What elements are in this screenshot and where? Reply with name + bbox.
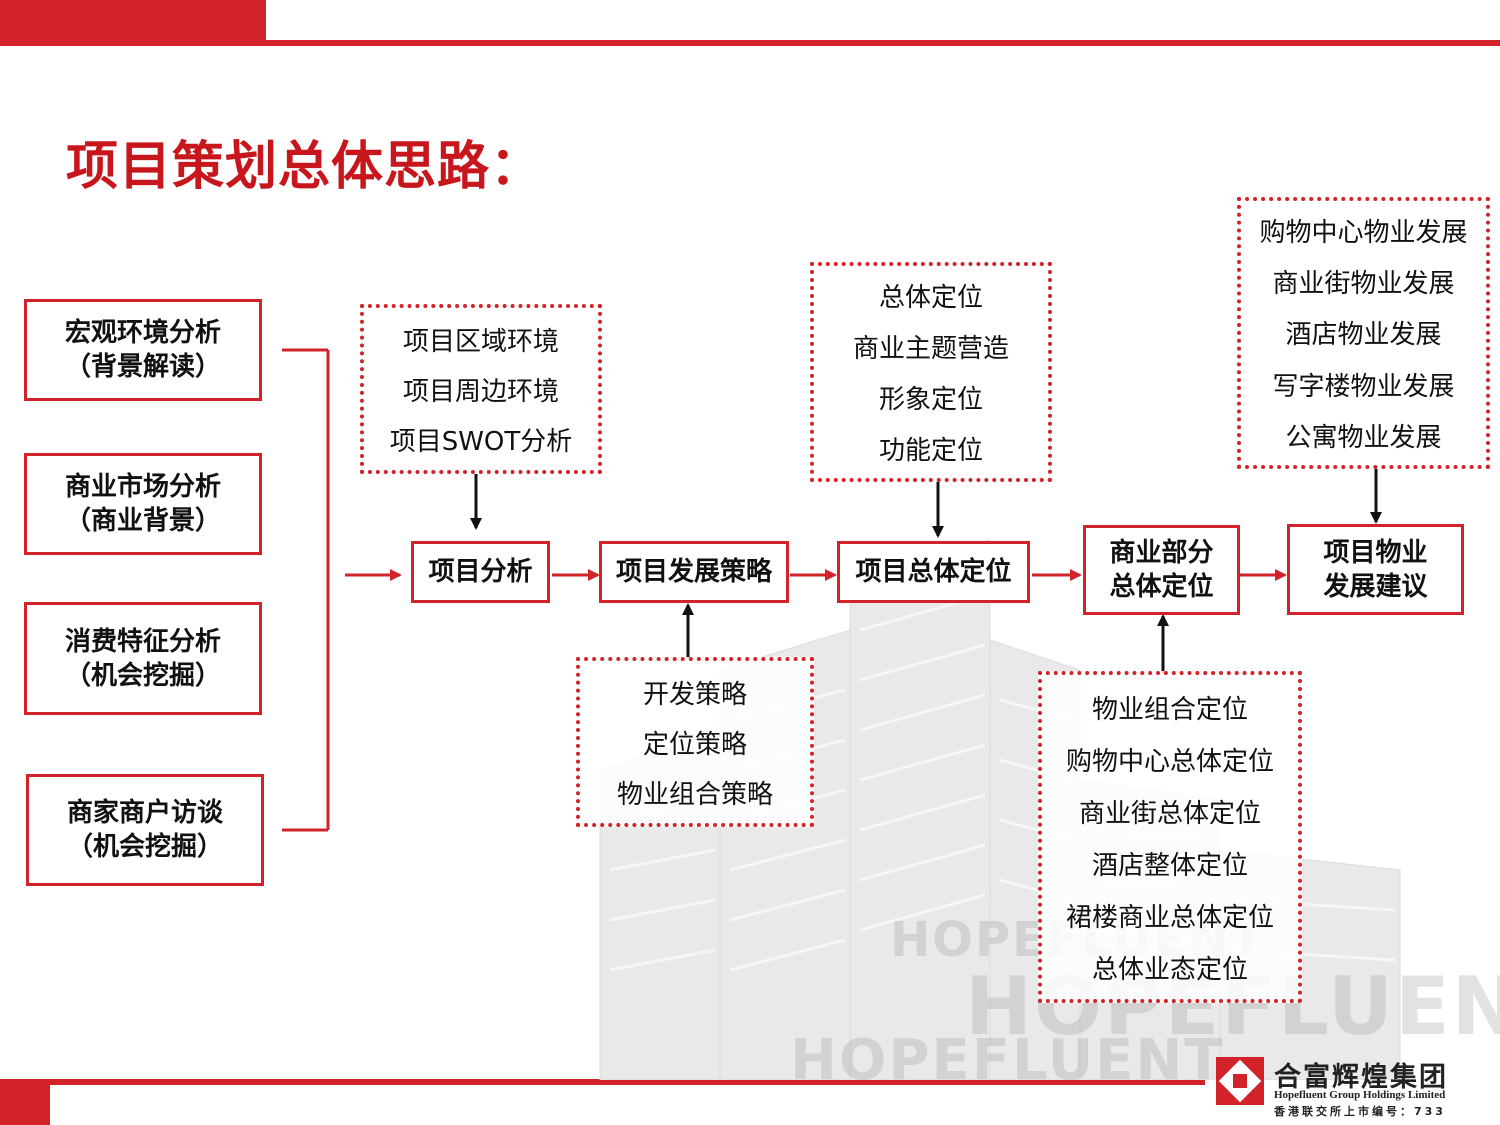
detail-commercial-item: 酒店整体定位	[1091, 850, 1248, 881]
detail-box-strategy: 开发策略 定位策略 物业组合策略	[576, 657, 814, 827]
input-box-macro: 宏观环境分析 （背景解读）	[24, 299, 262, 401]
flow-box-suggestion-line2: 发展建议	[1323, 571, 1428, 602]
flow-box-strategy: 项目发展策略	[599, 541, 789, 603]
input-box-market-subtitle: （商业背景）	[64, 506, 221, 536]
company-logo: 合富辉煌集团 Hopefluent Group Holdings Limited…	[1212, 1053, 1497, 1119]
flow-box-positioning-label: 项目总体定位	[855, 557, 1012, 587]
input-box-consumer: 消费特征分析 （机会挖掘）	[24, 602, 262, 715]
detail-suggestion-item: 写字楼物业发展	[1272, 371, 1455, 402]
detail-commercial-item: 购物中心总体定位	[1065, 746, 1274, 777]
logo-name-cn: 合富辉煌集团	[1274, 1062, 1448, 1093]
flow-box-analysis: 项目分析	[411, 541, 550, 603]
input-box-macro-title: 宏观环境分析	[64, 318, 221, 348]
detail-positioning-item: 形象定位	[878, 385, 983, 415]
page-title: 项目策划总体思路：	[66, 137, 544, 197]
logo-name-en: Hopefluent Group Holdings Limited	[1274, 1089, 1446, 1101]
detail-strategy-item: 定位策略	[642, 729, 747, 760]
detail-commercial-item: 总体业态定位	[1091, 954, 1248, 985]
detail-positioning-item: 功能定位	[878, 436, 983, 466]
header-rule	[266, 40, 1500, 46]
footer-accent-block	[0, 1085, 50, 1125]
logo-listing: 香港联交所上市编号：733	[1274, 1105, 1446, 1118]
input-box-macro-subtitle: （背景解读）	[64, 352, 221, 382]
detail-suggestion-item: 购物中心物业发展	[1259, 218, 1468, 249]
detail-box-commercial: 物业组合定位 购物中心总体定位 商业街总体定位 酒店整体定位 裙楼商业总体定位 …	[1038, 671, 1302, 1003]
input-box-merchant: 商家商户访谈 （机会挖掘）	[26, 774, 264, 886]
detail-box-analysis: 项目区域环境 项目周边环境 项目SWOT分析	[360, 304, 602, 474]
flow-box-suggestion-line1: 项目物业	[1323, 537, 1428, 568]
detail-strategy-item: 物业组合策略	[616, 779, 773, 810]
flow-box-commercial: 商业部分 总体定位	[1083, 525, 1240, 615]
detail-box-suggestion: 购物中心物业发展 商业街物业发展 酒店物业发展 写字楼物业发展 公寓物业发展	[1237, 197, 1490, 469]
flow-box-commercial-line1: 商业部分	[1109, 538, 1214, 568]
detail-box-positioning: 总体定位 商业主题营造 形象定位 功能定位	[810, 262, 1052, 482]
input-box-consumer-title: 消费特征分析	[64, 626, 221, 657]
detail-commercial-item: 商业街总体定位	[1078, 798, 1261, 829]
detail-positioning-item: 商业主题营造	[852, 334, 1009, 364]
logo-mark-icon	[1216, 1057, 1264, 1105]
input-box-market-title: 商业市场分析	[64, 472, 221, 502]
detail-commercial-item: 裙楼商业总体定位	[1065, 902, 1274, 933]
footer-rule	[0, 1079, 1205, 1085]
header-accent-block	[0, 0, 266, 46]
flow-box-positioning: 项目总体定位	[837, 541, 1030, 603]
watermark-text-3: HOPEFLUENT	[790, 1028, 1225, 1093]
input-box-merchant-title: 商家商户访谈	[66, 798, 223, 828]
input-box-market: 商业市场分析 （商业背景）	[24, 453, 262, 555]
detail-analysis-item: 项目周边环境	[402, 376, 559, 407]
detail-strategy-item: 开发策略	[642, 679, 747, 710]
input-box-merchant-subtitle: （机会挖掘）	[66, 832, 223, 862]
flow-box-strategy-label: 项目发展策略	[615, 557, 772, 587]
detail-analysis-item: 项目区域环境	[402, 326, 559, 357]
detail-positioning-item: 总体定位	[878, 283, 983, 313]
detail-suggestion-item: 公寓物业发展	[1285, 422, 1442, 453]
input-box-consumer-subtitle: （机会挖掘）	[64, 660, 221, 691]
detail-suggestion-item: 酒店物业发展	[1285, 320, 1442, 351]
flow-box-analysis-label: 项目分析	[428, 557, 533, 587]
detail-suggestion-item: 商业街物业发展	[1272, 269, 1455, 300]
flow-box-suggestion: 项目物业 发展建议	[1287, 524, 1464, 615]
flow-box-commercial-line2: 总体定位	[1109, 572, 1214, 602]
detail-analysis-item: 项目SWOT分析	[389, 426, 573, 457]
detail-commercial-item: 物业组合定位	[1091, 694, 1248, 725]
